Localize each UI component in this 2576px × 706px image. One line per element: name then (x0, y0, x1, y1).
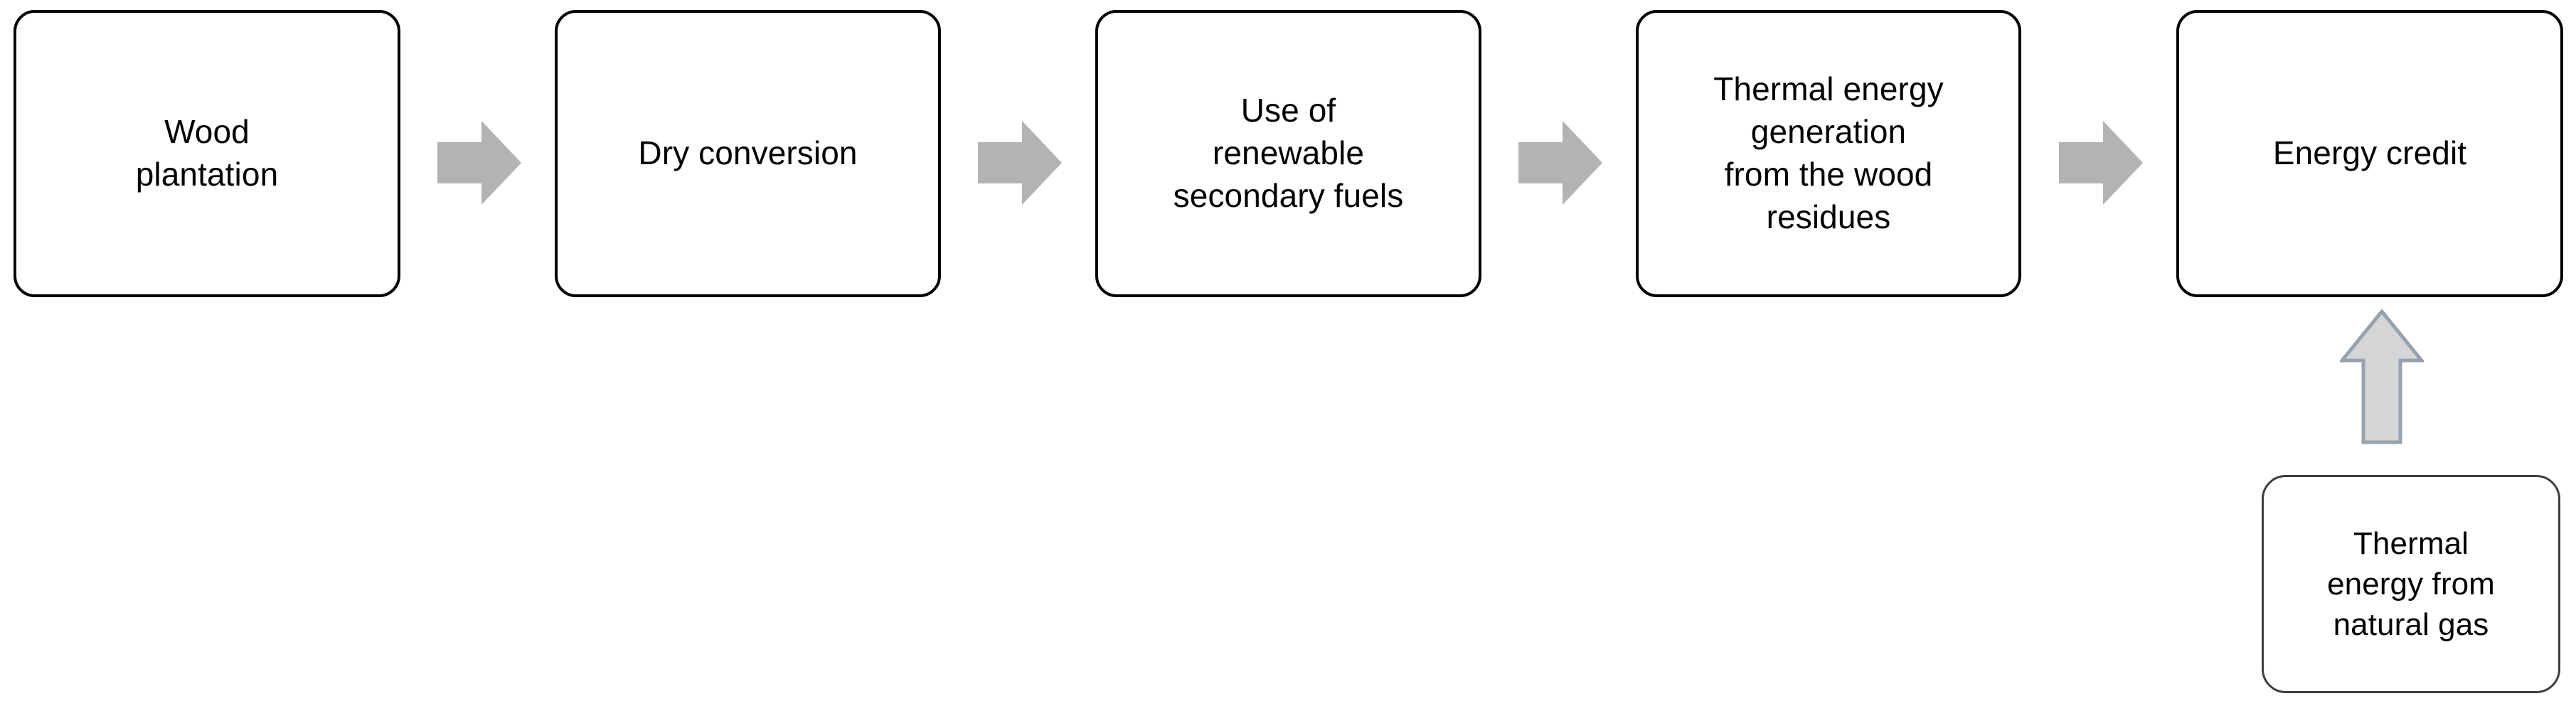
arrow-right-icon-2 (978, 121, 1062, 205)
node-wood-plantation-label: Wood plantation (135, 113, 279, 193)
node-energy-credit[interactable]: Energy credit (2176, 10, 2563, 297)
arrow-right-icon-4 (2059, 121, 2143, 205)
node-thermal-energy-wood-residues-label: Thermal energy generation from the wood … (1713, 70, 1944, 235)
node-energy-credit-label: Energy credit (2272, 134, 2467, 172)
node-thermal-energy-natural-gas[interactable]: Thermal energy from natural gas (2262, 475, 2560, 693)
node-wood-plantation[interactable]: Wood plantation (14, 10, 400, 297)
arrow-right-icon-3 (1518, 121, 1602, 205)
arrow-right-icon-1 (437, 121, 521, 205)
node-thermal-energy-natural-gas-label: Thermal energy from natural gas (2327, 525, 2495, 643)
node-renewable-fuels-label: Use of renewable secondary fuels (1173, 92, 1404, 214)
node-thermal-energy-wood-residues[interactable]: Thermal energy generation from the wood … (1636, 10, 2021, 297)
node-renewable-fuels[interactable]: Use of renewable secondary fuels (1095, 10, 1481, 297)
node-dry-conversion[interactable]: Dry conversion (555, 10, 941, 297)
arrow-up-icon-5 (2340, 309, 2424, 444)
node-dry-conversion-label: Dry conversion (638, 134, 858, 172)
